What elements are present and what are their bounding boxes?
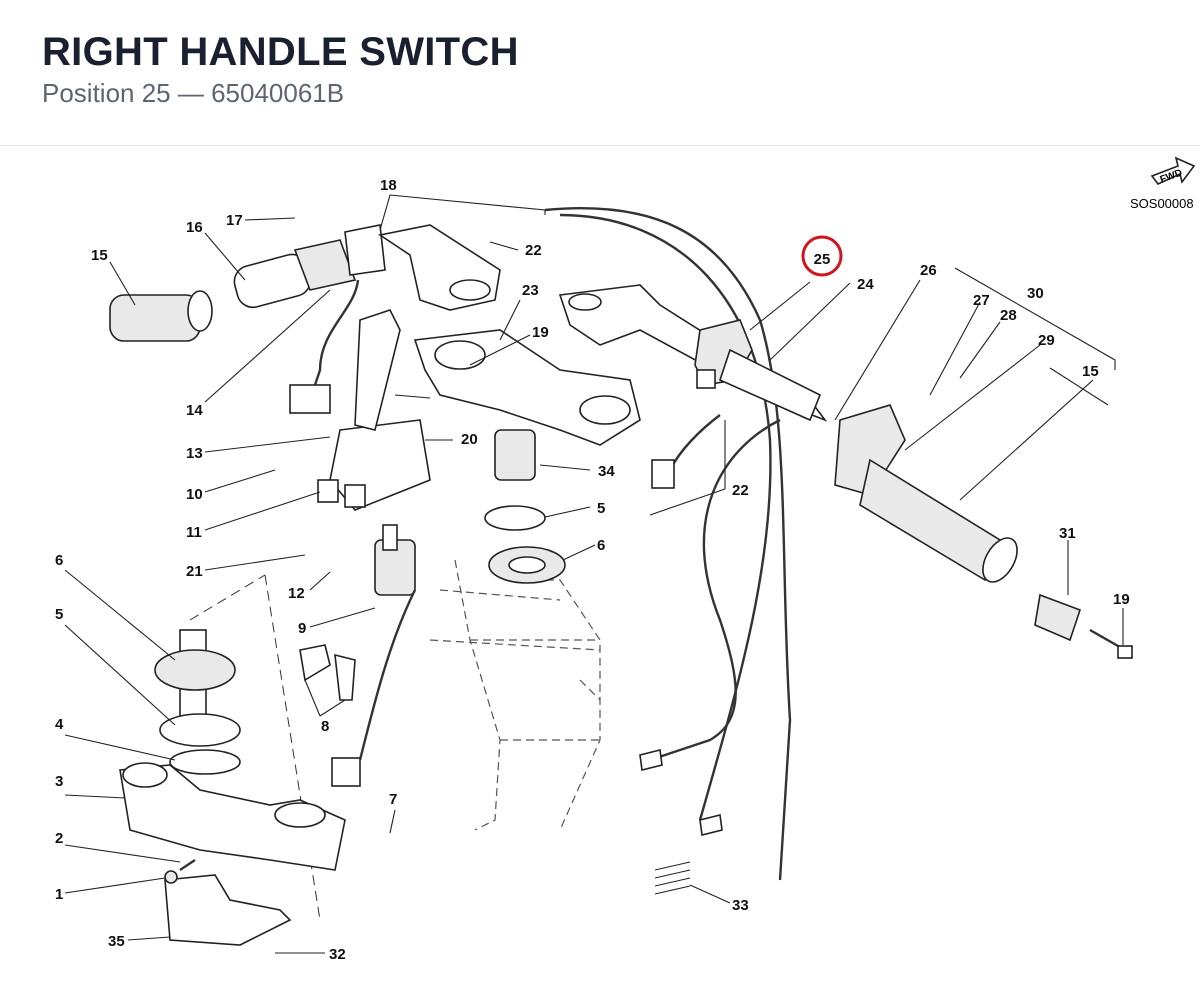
key-a: [299, 644, 331, 682]
callout-5: 5: [597, 500, 605, 517]
lower-yoke-3: [119, 764, 346, 871]
throttle-cable: [544, 206, 792, 881]
key-b: [334, 653, 356, 701]
callouts: 15 16 17 18 22 23 19 14 13 10 11 21 20 1…: [55, 177, 1130, 963]
callout-15: 15: [91, 247, 108, 264]
callout-28: 28: [1000, 307, 1017, 324]
callout-30: 30: [1027, 285, 1044, 302]
left-clamp: [344, 224, 386, 276]
seal-4: [169, 749, 241, 775]
diagram-code: SOS00008: [1130, 196, 1194, 211]
callout-2: 2: [55, 830, 63, 847]
callout-21: 21: [186, 563, 203, 580]
bar-end-weight: [1034, 593, 1082, 642]
callout-8: 8: [321, 718, 329, 735]
left-grip: [109, 294, 201, 342]
callout-15-right: 15: [1082, 363, 1099, 380]
callout-29: 29: [1038, 332, 1055, 349]
callout-1: 1: [55, 886, 63, 903]
callout-10: 10: [186, 486, 203, 503]
left-handlebar-assembly: [109, 224, 501, 414]
callout-26: 26: [920, 262, 937, 279]
switch-connector: [289, 384, 331, 414]
leader-lines: [64, 194, 1124, 954]
callout-23: 23: [522, 282, 539, 299]
callout-25: 25: [814, 251, 831, 268]
spring-33: [654, 861, 691, 895]
page-header: RIGHT HANDLE SWITCH Position 25 — 650400…: [0, 0, 1200, 146]
support-arm: [354, 309, 401, 431]
callout-6-left: 6: [55, 552, 63, 569]
page-subtitle: Position 25 — 65040061B: [42, 78, 345, 108]
callout-11: 11: [186, 524, 202, 541]
axis-line: [189, 574, 266, 621]
lower-steering-assembly: [119, 629, 346, 946]
grip-washer: [187, 290, 213, 332]
steering-stem-parts: [484, 429, 566, 584]
callout-5-left: 5: [55, 606, 63, 623]
throttle-wire: [668, 414, 721, 471]
frame-outline: [429, 559, 601, 831]
right-bar-tube: [719, 348, 822, 422]
choke-cable: [649, 418, 781, 762]
washer-5: [484, 505, 546, 531]
callout-22: 22: [732, 482, 749, 499]
throttle-connector: [651, 459, 675, 489]
callout-9: 9: [298, 620, 306, 637]
callout-13: 13: [186, 445, 203, 462]
upper-yoke: [394, 329, 641, 446]
callout-34: 34: [598, 463, 615, 480]
callout-19: 19: [532, 324, 549, 341]
callout-6: 6: [597, 537, 605, 554]
callout-17: 17: [226, 212, 243, 229]
exploded-parts-diagram: FWD SOS00008: [0, 145, 1200, 991]
highlight-ring: [801, 235, 843, 277]
nut-34: [494, 429, 536, 481]
callout-32: 32: [329, 946, 346, 963]
callout-24: 24: [857, 276, 874, 293]
throttle-housing: [834, 404, 906, 496]
plate-35: [164, 874, 292, 946]
callout-18: 18: [380, 177, 397, 194]
callout-33: 33: [732, 897, 749, 914]
callout-7: 7: [389, 791, 397, 808]
callout-22: 22: [525, 242, 542, 259]
left-switch-housing: [293, 239, 357, 291]
callout-35: 35: [108, 933, 125, 950]
ignition-connector: [331, 757, 361, 787]
callout-20: 20: [461, 431, 478, 448]
diagram-canvas: FWD SOS00008: [55, 156, 1196, 963]
svg-text:FWD: FWD: [1159, 168, 1184, 186]
page-title: RIGHT HANDLE SWITCH: [42, 30, 519, 74]
lower-washer-5: [159, 713, 241, 747]
callout-19-right: 19: [1113, 591, 1130, 608]
callout-27: 27: [973, 292, 990, 309]
callout-3: 3: [55, 773, 63, 790]
callout-16: 16: [186, 219, 203, 236]
callout-12: 12: [288, 585, 305, 602]
ignition-assembly: [299, 309, 431, 787]
callout-4: 4: [55, 716, 64, 733]
callout-31: 31: [1059, 525, 1076, 542]
right-grip: [859, 458, 1001, 582]
callout-14: 14: [186, 402, 203, 419]
lower-bearing-6: [154, 649, 236, 691]
forward-arrow-icon: FWD: [1150, 156, 1196, 186]
